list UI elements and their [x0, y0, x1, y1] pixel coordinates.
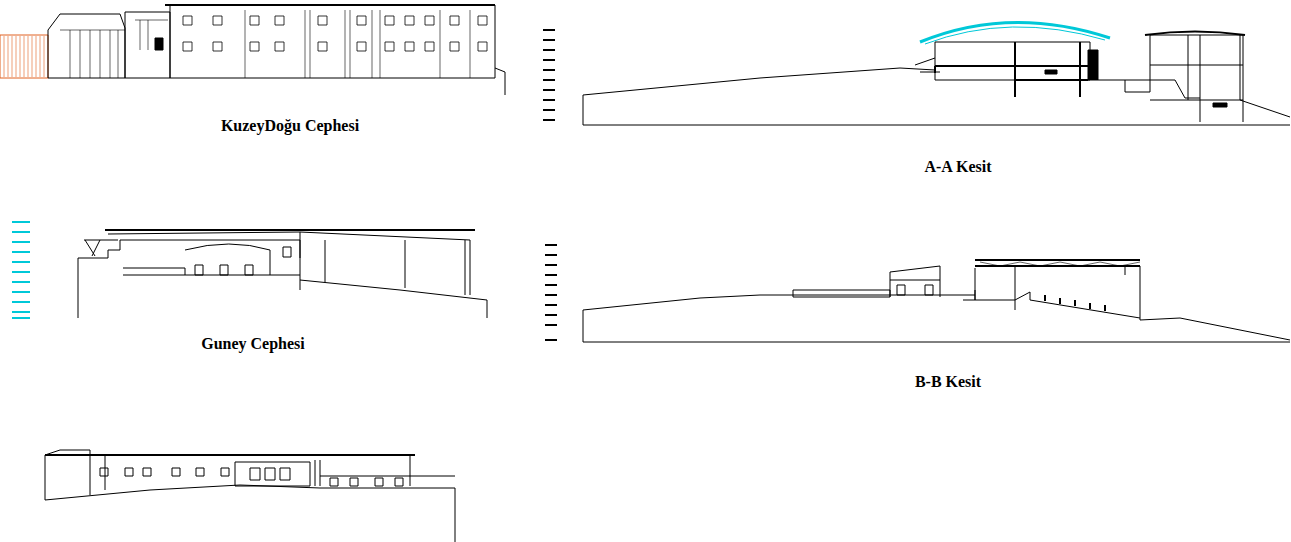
- windows: [897, 285, 933, 295]
- ground-line: [1140, 318, 1290, 340]
- ground-line: [300, 280, 487, 318]
- view-title: B-B Kesit: [913, 373, 983, 391]
- view-title: Guney Cephesi: [199, 335, 307, 353]
- west-elevation: [45, 450, 455, 542]
- tower: [1150, 35, 1243, 122]
- roof-truss: [920, 22, 1110, 42]
- building-outline: [78, 232, 470, 318]
- canopy: [84, 240, 118, 256]
- stair: [915, 58, 940, 72]
- windows: [195, 247, 291, 275]
- view-title: KuzeyDoğu Cephesi: [219, 117, 361, 135]
- wall: [963, 268, 975, 300]
- windows: [100, 468, 229, 476]
- level-markers: [543, 30, 555, 120]
- facade-lines: [60, 30, 125, 78]
- terrace: [793, 290, 890, 297]
- facade-lines: [245, 10, 470, 78]
- wing-block: [48, 14, 125, 78]
- floor-slab: [935, 42, 1090, 80]
- seats: [1045, 295, 1105, 311]
- pavilion: [890, 266, 940, 297]
- northeast-elevation: [0, 5, 505, 95]
- entrance: [235, 462, 310, 486]
- building-outline: [45, 450, 410, 500]
- section-a: [543, 22, 1290, 125]
- ground-line: [495, 68, 505, 95]
- facade-lines: [135, 20, 168, 50]
- view-title: A-A Kesit: [922, 158, 993, 176]
- base-line: [583, 342, 1290, 343]
- ground-profile: [583, 295, 975, 342]
- structure: [935, 42, 1090, 97]
- columns: [1015, 266, 1140, 320]
- truss: [980, 262, 1140, 266]
- detail: [1045, 70, 1057, 74]
- link-block: [125, 12, 170, 78]
- detail: [1213, 103, 1227, 107]
- level-markers: [545, 245, 557, 340]
- ground-line: [45, 485, 455, 542]
- roof-truss: [925, 27, 1105, 44]
- hatch-lines: [4, 36, 44, 77]
- seating-slope: [975, 292, 1140, 318]
- door: [155, 38, 163, 50]
- ground-line: [1098, 80, 1200, 98]
- main-block: [170, 5, 495, 78]
- hatched-block: [0, 35, 48, 78]
- lower-wing: [123, 244, 300, 275]
- south-elevation: [12, 222, 487, 318]
- canopy: [975, 260, 1140, 266]
- doors: [250, 468, 290, 480]
- roof-line: [165, 4, 495, 6]
- ground-profile: [1240, 100, 1290, 117]
- slab: [1015, 79, 1088, 81]
- section-b: [545, 245, 1290, 342]
- pool: [1125, 80, 1150, 92]
- ground-profile: [583, 68, 935, 125]
- roof-line: [105, 229, 475, 231]
- level-markers: [12, 222, 30, 318]
- lower-wing: [320, 476, 455, 486]
- base-line: [583, 125, 1290, 126]
- windows: [183, 16, 487, 51]
- tower-roof: [1145, 32, 1245, 36]
- wall: [1088, 50, 1098, 80]
- roof-line: [45, 454, 415, 456]
